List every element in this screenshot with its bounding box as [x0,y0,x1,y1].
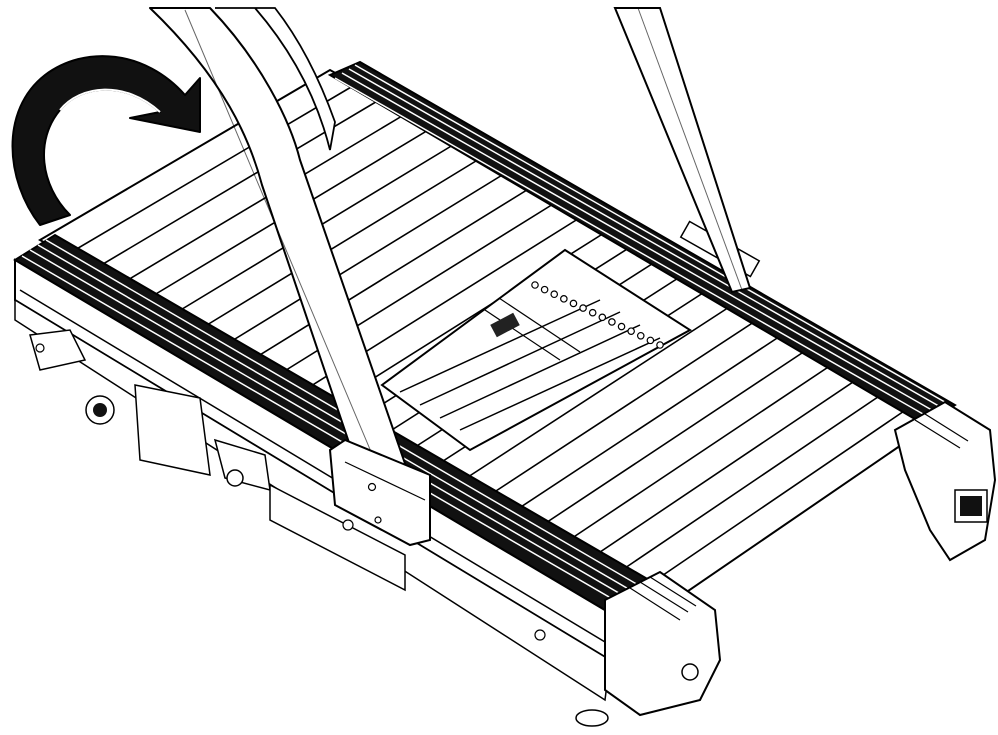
deck-slat [542,342,818,526]
bolt-icon [608,318,616,326]
end-cap-front [575,570,722,727]
bolt-icon [540,285,549,294]
bolt-icon [588,308,597,317]
bolt-icon [636,331,645,340]
deck-slat [198,155,485,331]
bolt-icon [598,313,607,322]
bolt-icon [569,299,578,308]
deck-slat [515,328,792,511]
bolt-icon [627,327,635,335]
bolt-icon [550,290,559,299]
handrail-right [613,7,752,294]
deck-slat [648,399,920,586]
bolt-icon [646,336,655,345]
handrail-left [149,7,431,547]
deck-slat [621,385,895,571]
deck-slat [489,313,767,496]
bolt-icon [531,281,539,289]
deck-slat [462,299,741,481]
end-cap-back [893,400,997,562]
fastener-row [531,281,664,349]
deck-slat [66,83,357,256]
bolt-icon [560,295,568,303]
deck-slat [224,169,510,346]
rotation-arrow-icon [11,55,201,226]
bolt-icon [579,304,587,312]
motor-housing [29,329,546,641]
deck-slat [251,184,536,361]
deck-slat [595,371,869,556]
deck-slat [568,356,843,541]
bolt-icon [656,341,664,349]
bolt-icon [617,322,626,331]
deck-slat [118,112,408,286]
center-opening [380,248,692,452]
